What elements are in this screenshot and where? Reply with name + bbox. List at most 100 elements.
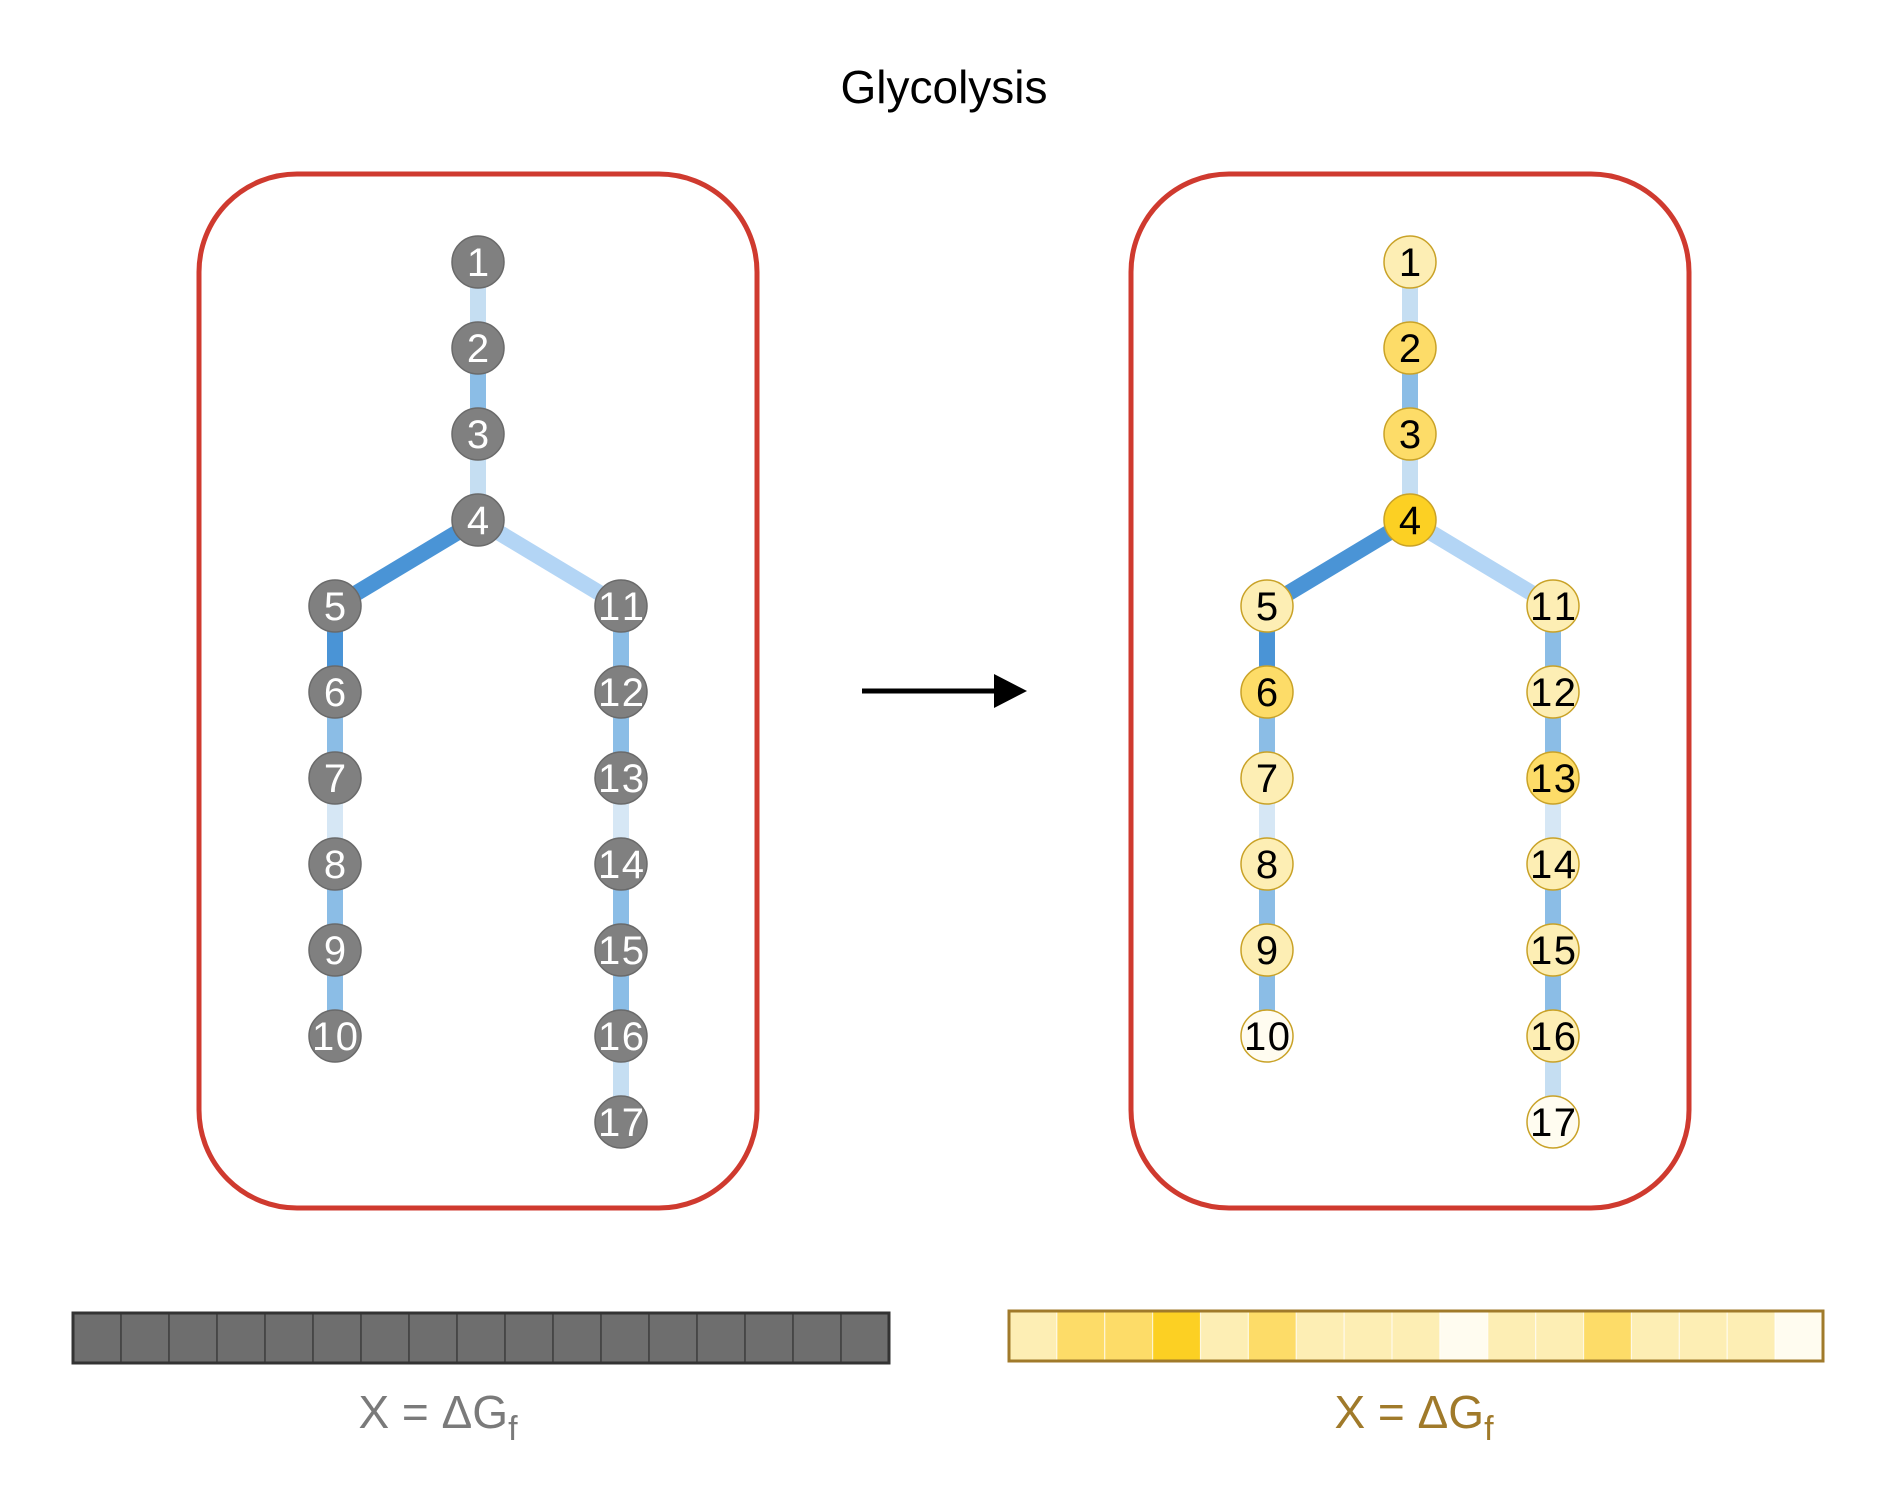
right-node-label: 9 — [1256, 929, 1278, 973]
arrow-head — [994, 674, 1027, 708]
left-node-16: 16 — [594, 1009, 648, 1063]
left-node-5: 5 — [308, 579, 362, 633]
left-node-14: 14 — [594, 837, 648, 891]
left-node-circle — [308, 751, 362, 805]
right-node-8: 8 — [1240, 837, 1294, 891]
left-node-label: 5 — [324, 585, 346, 629]
right-node-4: 4 — [1383, 493, 1437, 547]
right-bar-border — [1007, 1309, 1825, 1363]
right-node-circle — [1240, 1009, 1294, 1063]
left-node-label: 12 — [598, 671, 644, 715]
right-node-circle — [1240, 837, 1294, 891]
left-node-11: 11 — [594, 579, 648, 633]
right-bar-cell-6 — [1247, 1310, 1297, 1362]
right-node-10: 10 — [1240, 1009, 1294, 1063]
right-bar-cell-9 — [1391, 1310, 1441, 1362]
right-node-2: 2 — [1383, 321, 1437, 375]
left-bar-cell-6 — [312, 1312, 362, 1364]
left-node-circle — [451, 407, 505, 461]
diagram-title: Glycolysis — [840, 61, 1047, 113]
left-node-8: 8 — [308, 837, 362, 891]
right-node-label: 5 — [1256, 585, 1278, 629]
left-node-circle — [594, 579, 648, 633]
left-bar-cell-11 — [552, 1312, 602, 1364]
left-node-label: 8 — [324, 843, 346, 887]
left-bar-cell-17 — [840, 1312, 890, 1364]
left-edge-4-11 — [473, 513, 626, 613]
left-bar-cell-8 — [408, 1312, 458, 1364]
left-bar-cell-10 — [504, 1312, 554, 1364]
left-node-label: 11 — [598, 585, 644, 629]
left-bar-border — [71, 1311, 891, 1365]
left-node-7: 7 — [308, 751, 362, 805]
left-node-17: 17 — [594, 1095, 648, 1149]
right-node-circle — [1240, 665, 1294, 719]
left-bar-cell-15 — [744, 1312, 794, 1364]
left-bar-cell-1 — [72, 1312, 122, 1364]
left-node-6: 6 — [308, 665, 362, 719]
left-node-label: 10 — [312, 1015, 358, 1059]
left-node-label: 14 — [598, 843, 644, 887]
left-panel-frame — [196, 171, 760, 1211]
right-node-3: 3 — [1383, 407, 1437, 461]
right-bar-caption: X = ΔGf — [1334, 1386, 1494, 1448]
left-bar-caption: X = ΔGf — [358, 1386, 518, 1448]
left-node-label: 13 — [598, 757, 644, 801]
right-node-circle — [1526, 751, 1580, 805]
left-node-2: 2 — [451, 321, 505, 375]
right-bar-cell-3 — [1104, 1310, 1154, 1362]
right-feature-bar — [1007, 1309, 1825, 1363]
right-node-12: 12 — [1526, 665, 1580, 719]
right-node-circle — [1240, 923, 1294, 977]
right-node-label: 15 — [1530, 929, 1576, 973]
left-node-4: 4 — [451, 493, 505, 547]
right-bar-cell-5 — [1199, 1310, 1250, 1362]
right-node-label: 1 — [1399, 241, 1421, 285]
right-node-15: 15 — [1526, 923, 1580, 977]
right-node-label: 14 — [1530, 843, 1576, 887]
right-node-label: 17 — [1530, 1101, 1576, 1145]
left-node-12: 12 — [594, 665, 648, 719]
left-node-circle — [308, 923, 362, 977]
right-node-circle — [1240, 751, 1294, 805]
left-node-circle — [451, 321, 505, 375]
left-node-label: 15 — [598, 929, 644, 973]
right-node-9: 9 — [1240, 923, 1294, 977]
left-node-15: 15 — [594, 923, 648, 977]
left-node-10: 10 — [308, 1009, 362, 1063]
right-bar-cell-1 — [1008, 1310, 1058, 1362]
right-node-circle — [1526, 1095, 1580, 1149]
right-node-circle — [1526, 837, 1580, 891]
right-bar-cell-10 — [1439, 1310, 1489, 1362]
right-node-circle — [1383, 321, 1437, 375]
left-node-label: 9 — [324, 929, 346, 973]
right-bar-cell-11 — [1487, 1310, 1537, 1362]
left-bar-cell-9 — [456, 1312, 506, 1364]
right-node-circle — [1383, 493, 1437, 547]
right-edge-4-5 — [1262, 513, 1415, 613]
right-node-circle — [1383, 407, 1437, 461]
left-node-circle — [451, 493, 505, 547]
right-bar-cell-2 — [1056, 1310, 1106, 1362]
right-node-16: 16 — [1526, 1009, 1580, 1063]
right-node-6: 6 — [1240, 665, 1294, 719]
right-node-label: 13 — [1530, 757, 1576, 801]
right-node-label: 6 — [1256, 671, 1278, 715]
left-node-circle — [594, 751, 648, 805]
left-node-circle — [451, 235, 505, 289]
left-bar-cell-3 — [168, 1312, 218, 1364]
left-graph-edges — [327, 262, 629, 1122]
right-node-14: 14 — [1526, 837, 1580, 891]
right-node-circle — [1526, 923, 1580, 977]
right-node-label: 11 — [1530, 585, 1576, 629]
left-node-circle — [594, 1095, 648, 1149]
right-node-label: 12 — [1530, 671, 1576, 715]
left-node-label: 17 — [598, 1101, 644, 1145]
left-bar-cell-2 — [120, 1312, 170, 1364]
right-node-label: 8 — [1256, 843, 1278, 887]
left-bar-cell-16 — [792, 1312, 842, 1364]
right-node-11: 11 — [1526, 579, 1580, 633]
